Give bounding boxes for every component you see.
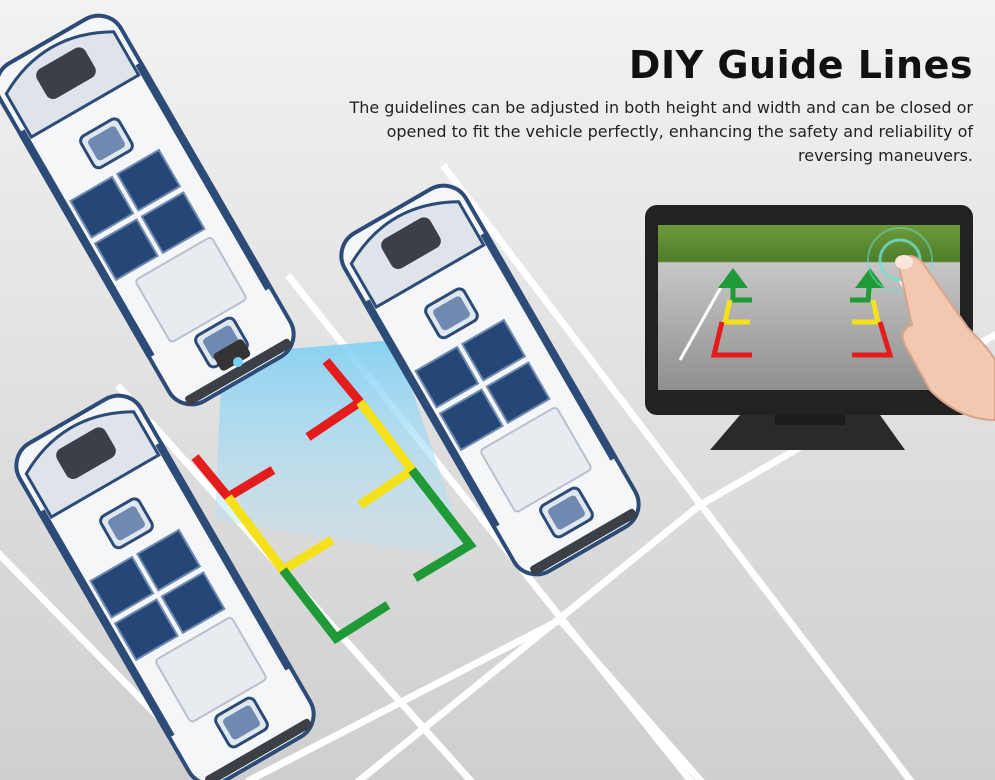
description-text: The guidelines can be adjusted in both h… (349, 98, 973, 165)
page-title: DIY Guide Lines (628, 43, 973, 87)
heading-block: DIY Guide Lines The guidelines can be ad… (333, 40, 973, 168)
ground-guide-lines (191, 358, 477, 644)
camera-view-cone (215, 340, 470, 560)
rear-camera-icon (213, 339, 251, 371)
